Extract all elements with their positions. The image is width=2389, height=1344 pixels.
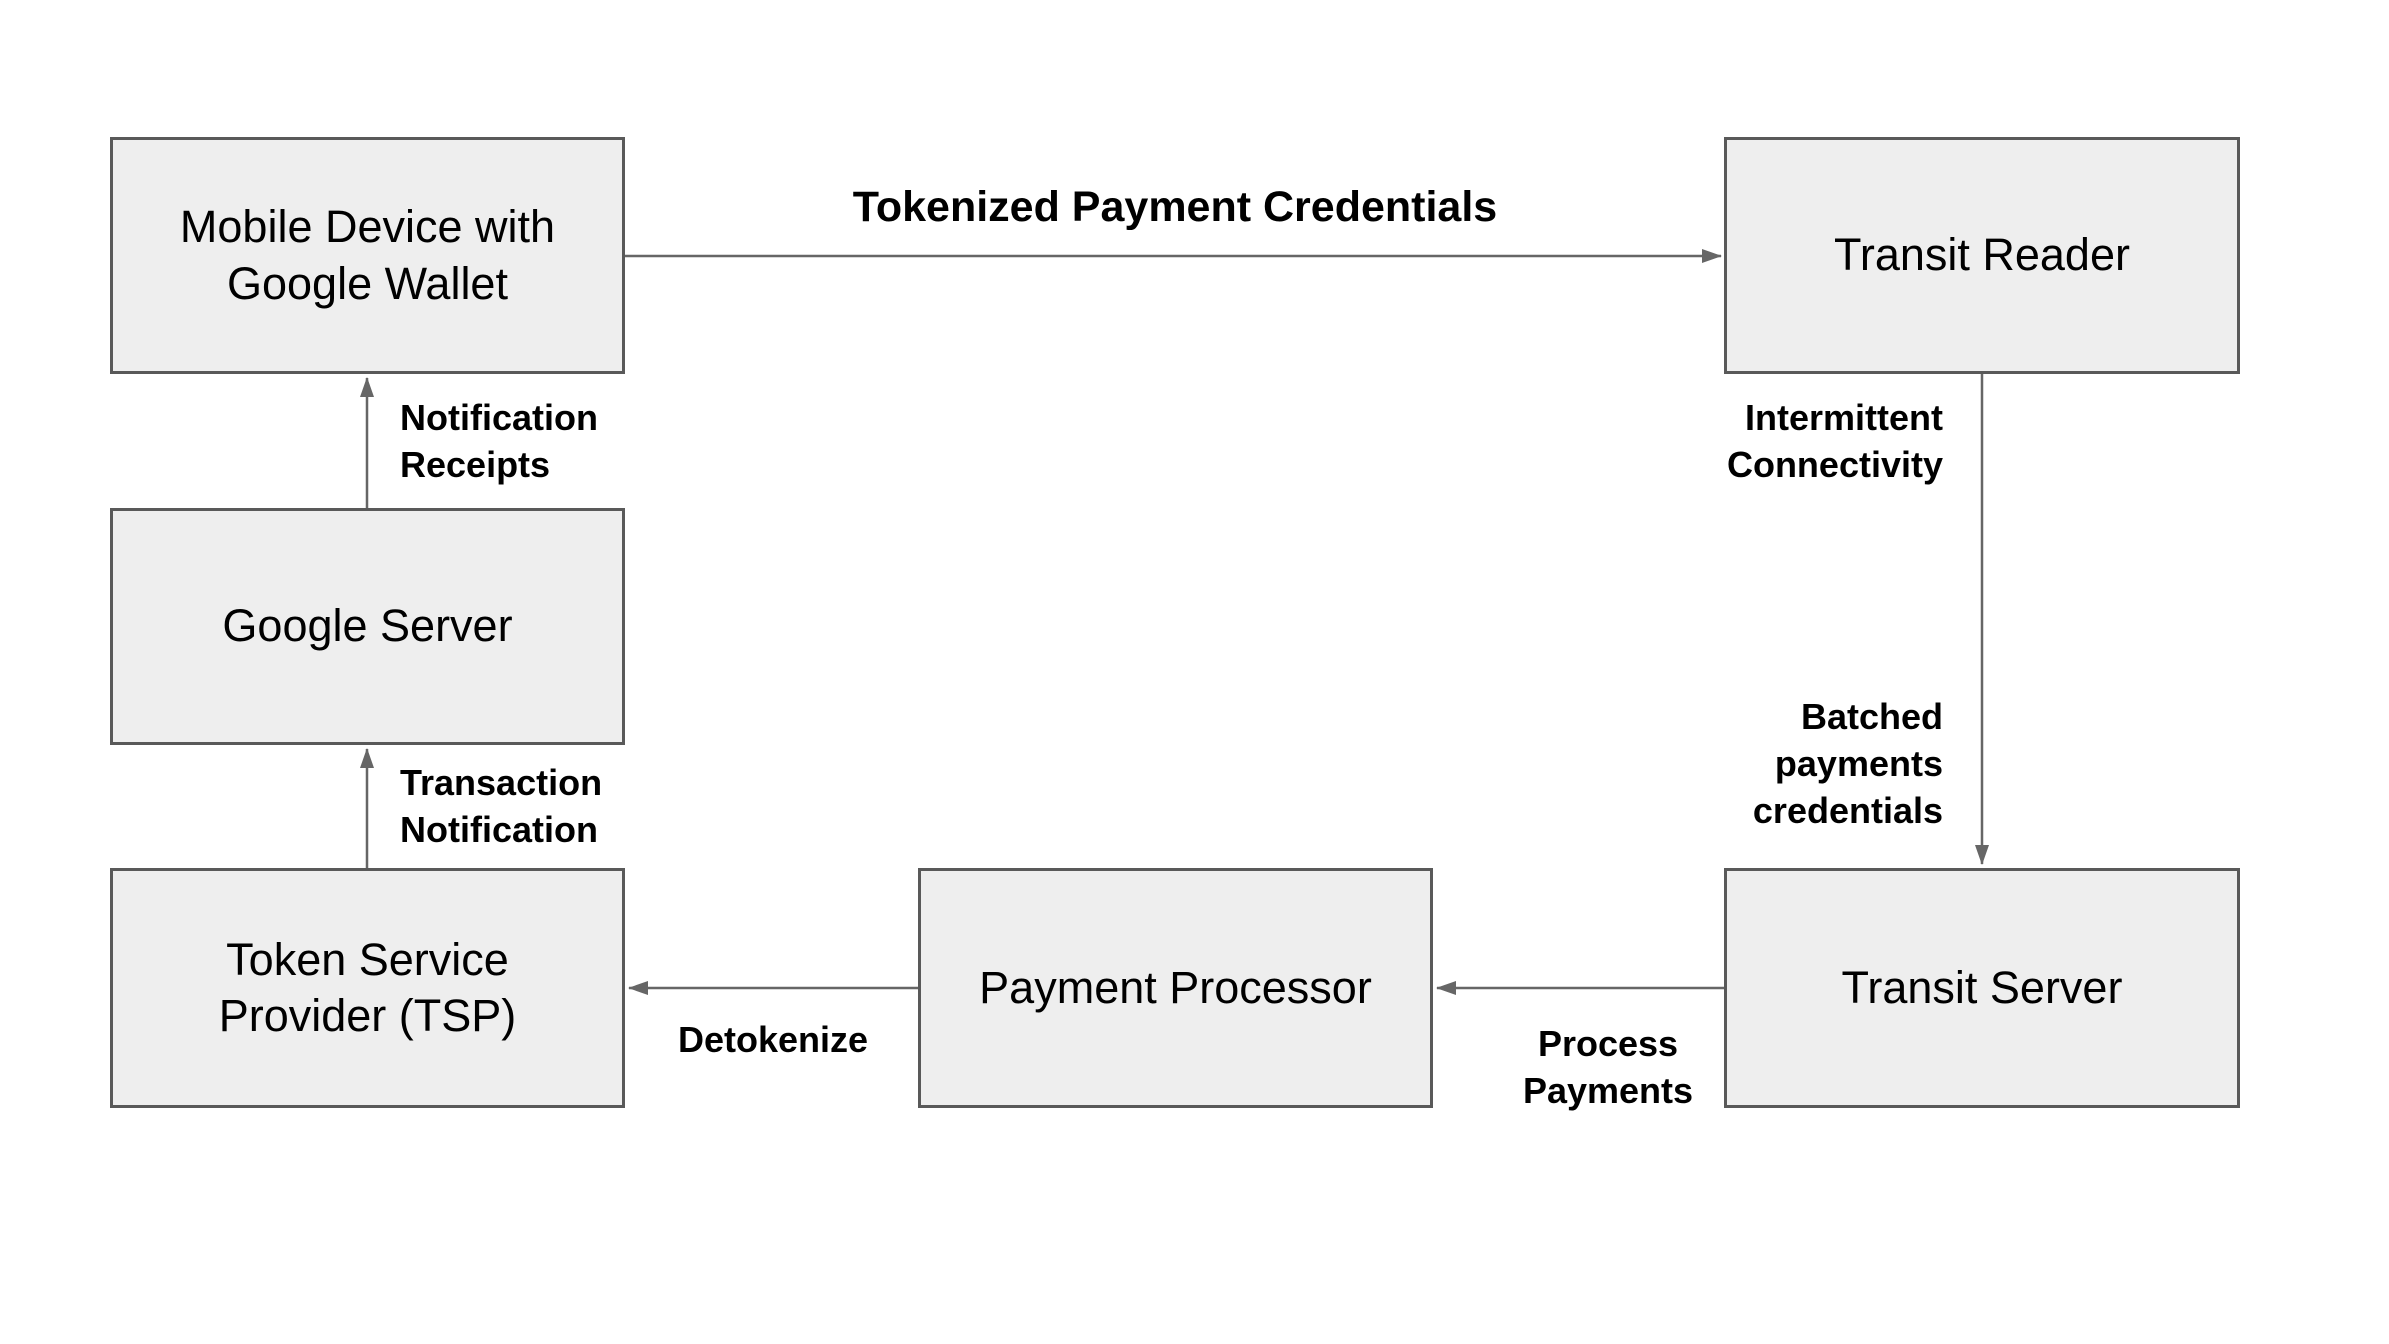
node-payment-processor: Payment Processor bbox=[918, 868, 1433, 1108]
node-token-service-provider: Token Service Provider (TSP) bbox=[110, 868, 625, 1108]
edge-label-process-payments: Process Payments bbox=[1522, 1023, 1694, 1111]
node-payment-processor-label: Payment Processor bbox=[979, 961, 1372, 1013]
node-transit-server: Transit Server bbox=[1724, 868, 2240, 1108]
node-transit-reader-label: Transit Reader bbox=[1834, 229, 2130, 281]
edge-label-intermittent-connectivity: Intermittent Connectivity bbox=[1726, 397, 1943, 485]
edge-label-detokenize: Detokenize bbox=[677, 1019, 869, 1060]
node-mobile-device: Mobile Device with Google Wallet bbox=[110, 137, 625, 374]
node-google-server-label: Google Server bbox=[222, 600, 513, 652]
edge-label-tokenized-payment-credentials: Tokenized Payment Credentials bbox=[852, 183, 1498, 231]
node-transit-server-label: Transit Server bbox=[1841, 961, 2123, 1013]
node-transit-reader: Transit Reader bbox=[1724, 137, 2240, 374]
edge-label-batched-payments-credentials: Batched payments credentials bbox=[1752, 696, 1943, 831]
node-token-service-provider-label: Token Service Provider (TSP) bbox=[218, 933, 517, 1041]
edge-label-transaction-notification: Transaction Notification bbox=[400, 762, 603, 850]
node-mobile-device-label: Mobile Device with Google Wallet bbox=[179, 201, 556, 309]
node-google-server: Google Server bbox=[110, 508, 625, 745]
edge-label-notification-receipts: Notification Receipts bbox=[400, 397, 598, 485]
